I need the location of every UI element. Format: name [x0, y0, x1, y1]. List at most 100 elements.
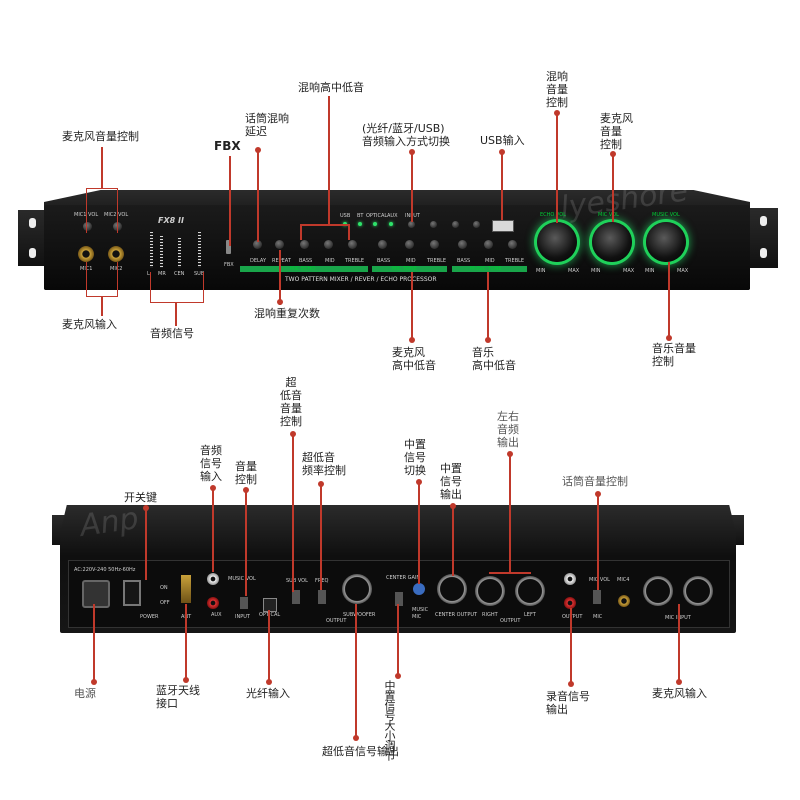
- sub-output-dot: [353, 735, 359, 741]
- music-tone-bar: [452, 266, 527, 272]
- off-label: OFF: [160, 600, 170, 606]
- sub-freq-trim[interactable]: [318, 590, 326, 604]
- music-tone-mid-knob[interactable]: [484, 240, 493, 249]
- fbx-switch[interactable]: [226, 240, 231, 254]
- mic-vol-label: MIC VOL: [589, 577, 610, 583]
- mic-tone-treble-knob[interactable]: [430, 240, 439, 249]
- power-switch-dot: [143, 505, 149, 511]
- mic4-label: MIC4: [617, 577, 630, 583]
- lr-output-bar: [489, 572, 531, 574]
- delay-knob[interactable]: [253, 240, 262, 249]
- subwoofer-xlr[interactable]: [342, 574, 372, 604]
- mic-input-leader: [101, 296, 103, 316]
- mic-echo-bar: [240, 266, 368, 272]
- feedback-delay-dot: [255, 147, 261, 153]
- reverb-repeat-leader: [279, 250, 281, 305]
- audio-signal-annotation: 音频信号: [150, 327, 194, 340]
- music-tone-bass-knob[interactable]: [458, 240, 467, 249]
- mic-echo-treble-knob[interactable]: [348, 240, 357, 249]
- music-volume-trim[interactable]: [240, 597, 248, 609]
- power-switch-leader: [145, 506, 147, 580]
- mic-switch-label: MIC: [412, 614, 422, 620]
- rec-output-dot: [568, 681, 574, 687]
- mic1-input-jack[interactable]: [78, 246, 94, 262]
- lr-output-dot: [507, 451, 513, 457]
- center-output-leader: [452, 504, 454, 576]
- aux-rca-white[interactable]: [207, 573, 219, 585]
- sub-volume-trim[interactable]: [292, 590, 300, 604]
- center-output-xlr[interactable]: [437, 574, 467, 604]
- power-dot: [91, 679, 97, 685]
- mic-volume-knob[interactable]: [592, 222, 632, 262]
- music-volume-knob[interactable]: [646, 222, 686, 262]
- mic-volume-knob-dot: [610, 151, 616, 157]
- left-label: LEFT: [524, 612, 536, 618]
- feedback-delay-leader: [257, 150, 259, 242]
- mic-tone-mid-knob[interactable]: [405, 240, 414, 249]
- mic-input-xlr-1[interactable]: [643, 576, 673, 606]
- processor-slogan: TWO PATTERN MIXER / REVER / ECHO PROCESS…: [285, 276, 437, 283]
- center-gain-trim[interactable]: [395, 592, 403, 606]
- mic-input-bracket: [86, 262, 118, 297]
- model-name: FX8 II: [158, 216, 184, 225]
- power-inlet[interactable]: [82, 580, 110, 608]
- input-label: INPUT: [235, 614, 250, 620]
- mic-echo-mid-knob[interactable]: [324, 240, 333, 249]
- optical-led: [373, 222, 377, 226]
- input-switch-annotation: (光纤/蓝牙/USB) 音频输入方式切换: [362, 122, 450, 148]
- echo-volume-knob[interactable]: [537, 222, 577, 262]
- vu-meter-sub: [198, 232, 201, 268]
- reverb-tone-tick-2: [348, 224, 350, 240]
- sub-freq-dot: [318, 481, 324, 487]
- center-switch-annotation: 中置 信号 切换: [404, 438, 426, 477]
- repeat-knob[interactable]: [275, 240, 284, 249]
- center-gain-label: CENTER GAIN: [386, 575, 421, 581]
- play-pause-button[interactable]: [452, 221, 459, 228]
- feedback-delay-annotation: 话筒混响 延迟: [245, 112, 289, 138]
- next-button[interactable]: [473, 221, 480, 228]
- prev-button[interactable]: [430, 221, 437, 228]
- mic-tone-bass-knob[interactable]: [378, 240, 387, 249]
- sub-volume-dot: [290, 431, 296, 437]
- vu-label-mr: MR: [158, 271, 166, 277]
- input-select-button[interactable]: [408, 221, 415, 228]
- mic1-volume-knob[interactable]: [83, 222, 92, 231]
- music-volume-leader: [668, 262, 670, 338]
- mic-volume-knob-leader: [612, 152, 614, 222]
- mic-input-xlr-2[interactable]: [683, 576, 713, 606]
- bt-antenna-annotation: 蓝牙天线 接口: [156, 684, 200, 710]
- mic4-jack[interactable]: [618, 595, 630, 607]
- music-tone-treble-knob[interactable]: [508, 240, 517, 249]
- rec-rca-white[interactable]: [564, 573, 576, 585]
- power-switch[interactable]: [123, 580, 141, 606]
- optical-input-leader: [268, 610, 270, 684]
- usb-port[interactable]: [492, 220, 514, 232]
- optical-port[interactable]: [263, 598, 277, 612]
- knob-label-treble-3: TREBLE: [505, 258, 525, 264]
- music-knob-max: MAX: [677, 268, 689, 274]
- center-switch[interactable]: [413, 583, 425, 595]
- left-output-xlr[interactable]: [515, 576, 545, 606]
- knob-label-treble-2: TREBLE: [427, 258, 447, 264]
- optical-input-dot: [266, 679, 272, 685]
- reverb-tone-bar: [300, 224, 350, 226]
- sub-output-annotation: 超低音信号输出: [322, 745, 399, 758]
- mic-tone-bar-label: MIC TONE: [392, 266, 417, 272]
- mic-vol-trim[interactable]: [593, 590, 601, 604]
- vu-meter-mr: [160, 236, 163, 268]
- mic-echo-bass-knob[interactable]: [300, 240, 309, 249]
- mic-input-rear-leader: [678, 604, 680, 684]
- mic2-input-label: MIC2: [110, 266, 123, 272]
- knob-label-treble-1: TREBLE: [345, 258, 365, 264]
- usb-input-leader: [501, 150, 503, 220]
- bt-antenna-port[interactable]: [181, 575, 191, 603]
- right-output-xlr[interactable]: [475, 576, 505, 606]
- power-label: POWER: [140, 614, 159, 620]
- audio-signal-leader: [175, 302, 177, 326]
- bt-antenna-dot: [183, 677, 189, 683]
- mic2-input-jack[interactable]: [108, 246, 124, 262]
- mic2-vol-label: MIC2 VOL: [104, 212, 129, 218]
- reverb-volume-leader: [556, 111, 558, 223]
- aux-rca-red[interactable]: [207, 597, 219, 609]
- rec-rca-red[interactable]: [564, 597, 576, 609]
